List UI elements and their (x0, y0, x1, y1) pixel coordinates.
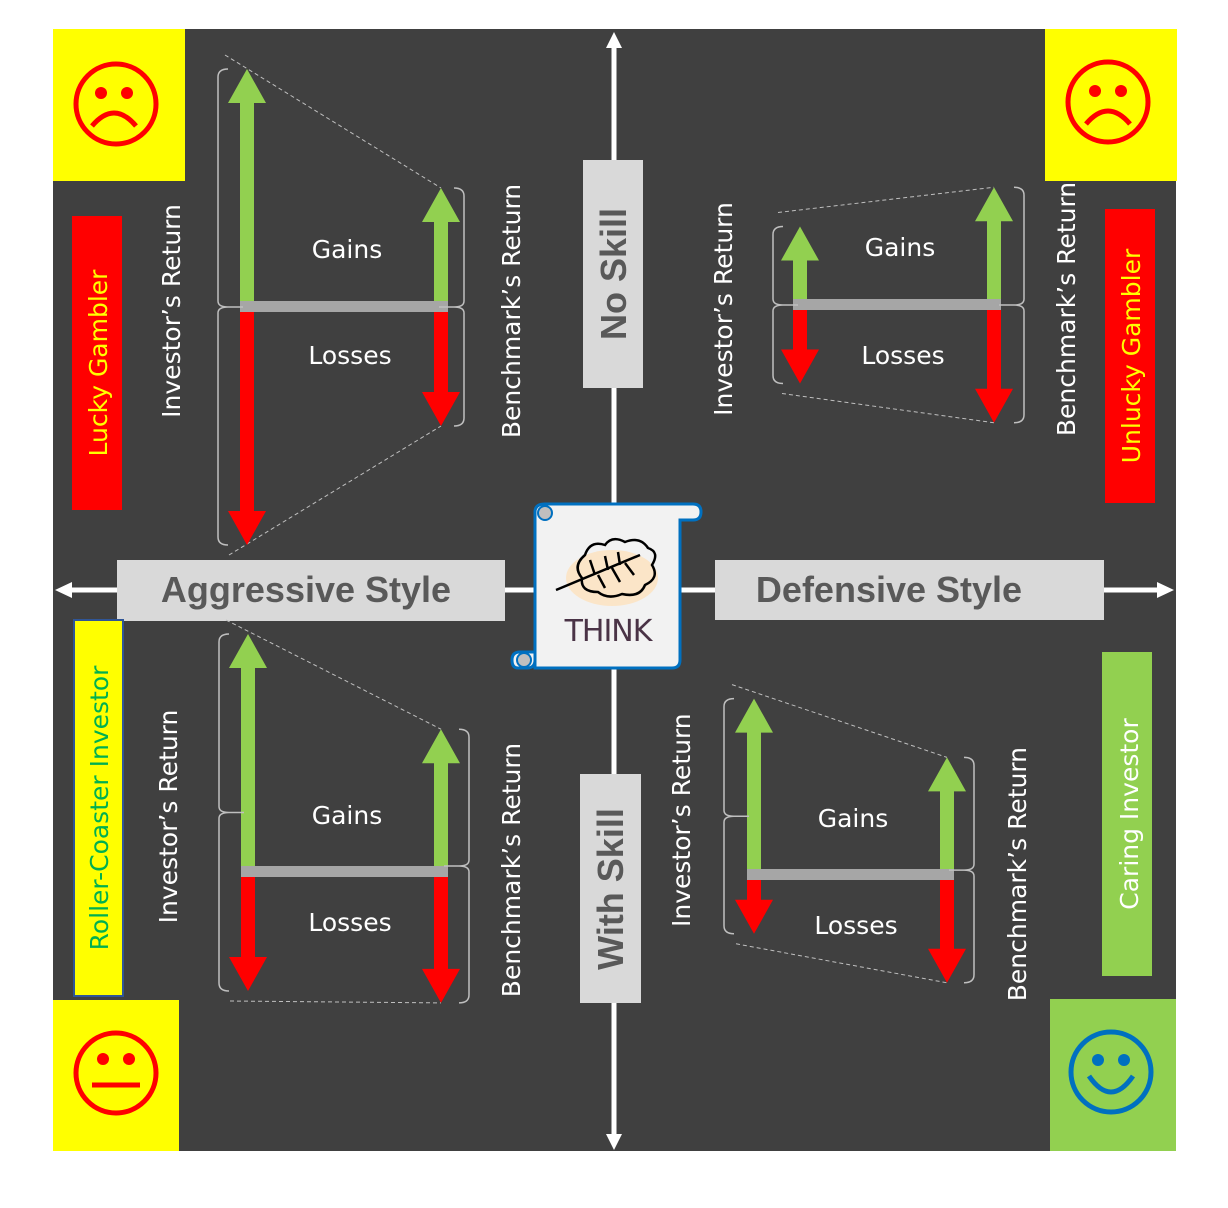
gains-label: Gains (865, 233, 936, 262)
type-label-text: Unlucky Gambler (1117, 248, 1146, 463)
gains-label: Gains (312, 801, 383, 830)
benchmark-loss-arrow (422, 307, 460, 426)
benchmark-gain-arrow (422, 188, 460, 307)
axis-label-with-skill: With Skill (580, 774, 641, 1003)
bracket (218, 633, 244, 992)
bracket (999, 186, 1025, 424)
axis-arrow-left-icon (55, 582, 72, 598)
benchmark-loss-arrow (975, 305, 1013, 423)
sad-face-icon (1065, 59, 1151, 145)
think-logo-text: THINK (564, 614, 654, 649)
bracket (444, 728, 470, 1004)
axis-label-defensive-text: Defensive Style (756, 569, 1022, 610)
investor-loss-arrow (735, 875, 773, 934)
type-label-unlucky-gambler: Unlucky Gambler (1105, 209, 1155, 503)
investor-gain-arrow (228, 69, 266, 307)
benchmark-return-label: Benchmark’s Return (497, 743, 526, 997)
benchmark-return-label: Benchmark’s Return (1052, 182, 1081, 436)
bracket (723, 697, 749, 935)
losses-label: Losses (308, 908, 391, 937)
loss-connector-line (229, 1000, 442, 1004)
gains-label: Gains (818, 804, 889, 833)
type-label-lucky-gambler: Lucky Gambler (72, 216, 122, 510)
type-label-text: Caring Investor (1115, 718, 1144, 910)
benchmark-loss-arrow (928, 875, 966, 983)
axis-arrow-down-icon (606, 1134, 622, 1150)
type-label-text: Roller-Coaster Investor (85, 665, 114, 951)
loss-connector-line (735, 943, 948, 984)
losses-label: Losses (861, 341, 944, 370)
benchmark-loss-arrow (422, 872, 460, 1003)
think-logo: THINK (510, 502, 703, 670)
bracket (949, 756, 975, 984)
face-box-bottom-left (53, 1000, 179, 1151)
investor-loss-arrow (781, 305, 819, 384)
investor-loss-arrow (228, 307, 266, 545)
axis-arrow-right-icon (1157, 582, 1174, 598)
sad-face-icon (73, 61, 159, 147)
axis-arrow-up-icon (606, 32, 622, 48)
type-label-text: Lucky Gambler (84, 269, 113, 457)
investor-return-label: Investor’s Return (709, 202, 738, 416)
baseline-bar (240, 301, 448, 312)
gain-connector-line (224, 54, 442, 189)
bracket (772, 225, 798, 385)
investor-gain-arrow (735, 698, 773, 875)
investor-gain-arrow (229, 634, 267, 872)
benchmark-return-label: Benchmark’s Return (1003, 747, 1032, 1001)
investor-gain-arrow (781, 226, 819, 305)
gain-connector-line (731, 684, 948, 758)
axis-label-aggressive: Aggressive Style (117, 560, 505, 621)
benchmark-gain-arrow (928, 757, 966, 875)
baseline-bar (241, 866, 448, 877)
gain-connector-line (225, 619, 442, 730)
benchmark-gain-arrow (422, 729, 460, 872)
axis-label-no-skill: No Skill (583, 160, 643, 388)
losses-label: Losses (308, 341, 391, 370)
axis-label-aggressive-text: Aggressive Style (161, 569, 451, 610)
face-box-top-left (53, 29, 185, 181)
loss-connector-line (781, 393, 995, 424)
gain-connector-line (777, 186, 995, 213)
investor-return-label: Investor’s Return (157, 204, 186, 418)
neutral-face-icon (73, 1030, 159, 1116)
happy-face-icon (1068, 1029, 1154, 1115)
axis-label-defensive: Defensive Style (715, 560, 1104, 620)
type-label-roller-coaster-investor: Roller-Coaster Investor (73, 619, 124, 997)
investor-loss-arrow (229, 872, 267, 991)
loss-connector-line (228, 425, 442, 556)
type-label-caring-investor: Caring Investor (1102, 652, 1152, 976)
investor-return-label: Investor’s Return (154, 710, 183, 924)
face-box-bottom-right (1050, 999, 1176, 1151)
bracket (439, 187, 465, 427)
face-box-top-right (1045, 29, 1177, 181)
gains-label: Gains (312, 235, 383, 264)
baseline-bar (793, 299, 1001, 310)
axis-label-no-skill-text: No Skill (593, 208, 634, 340)
leaf-brain-icon (555, 537, 658, 606)
benchmark-gain-arrow (975, 187, 1013, 305)
bracket (217, 68, 243, 546)
baseline-bar (747, 869, 954, 880)
benchmark-return-label: Benchmark’s Return (497, 184, 526, 438)
axis-label-with-skill-text: With Skill (590, 808, 631, 970)
investor-return-label: Investor’s Return (667, 713, 696, 927)
losses-label: Losses (814, 911, 897, 940)
